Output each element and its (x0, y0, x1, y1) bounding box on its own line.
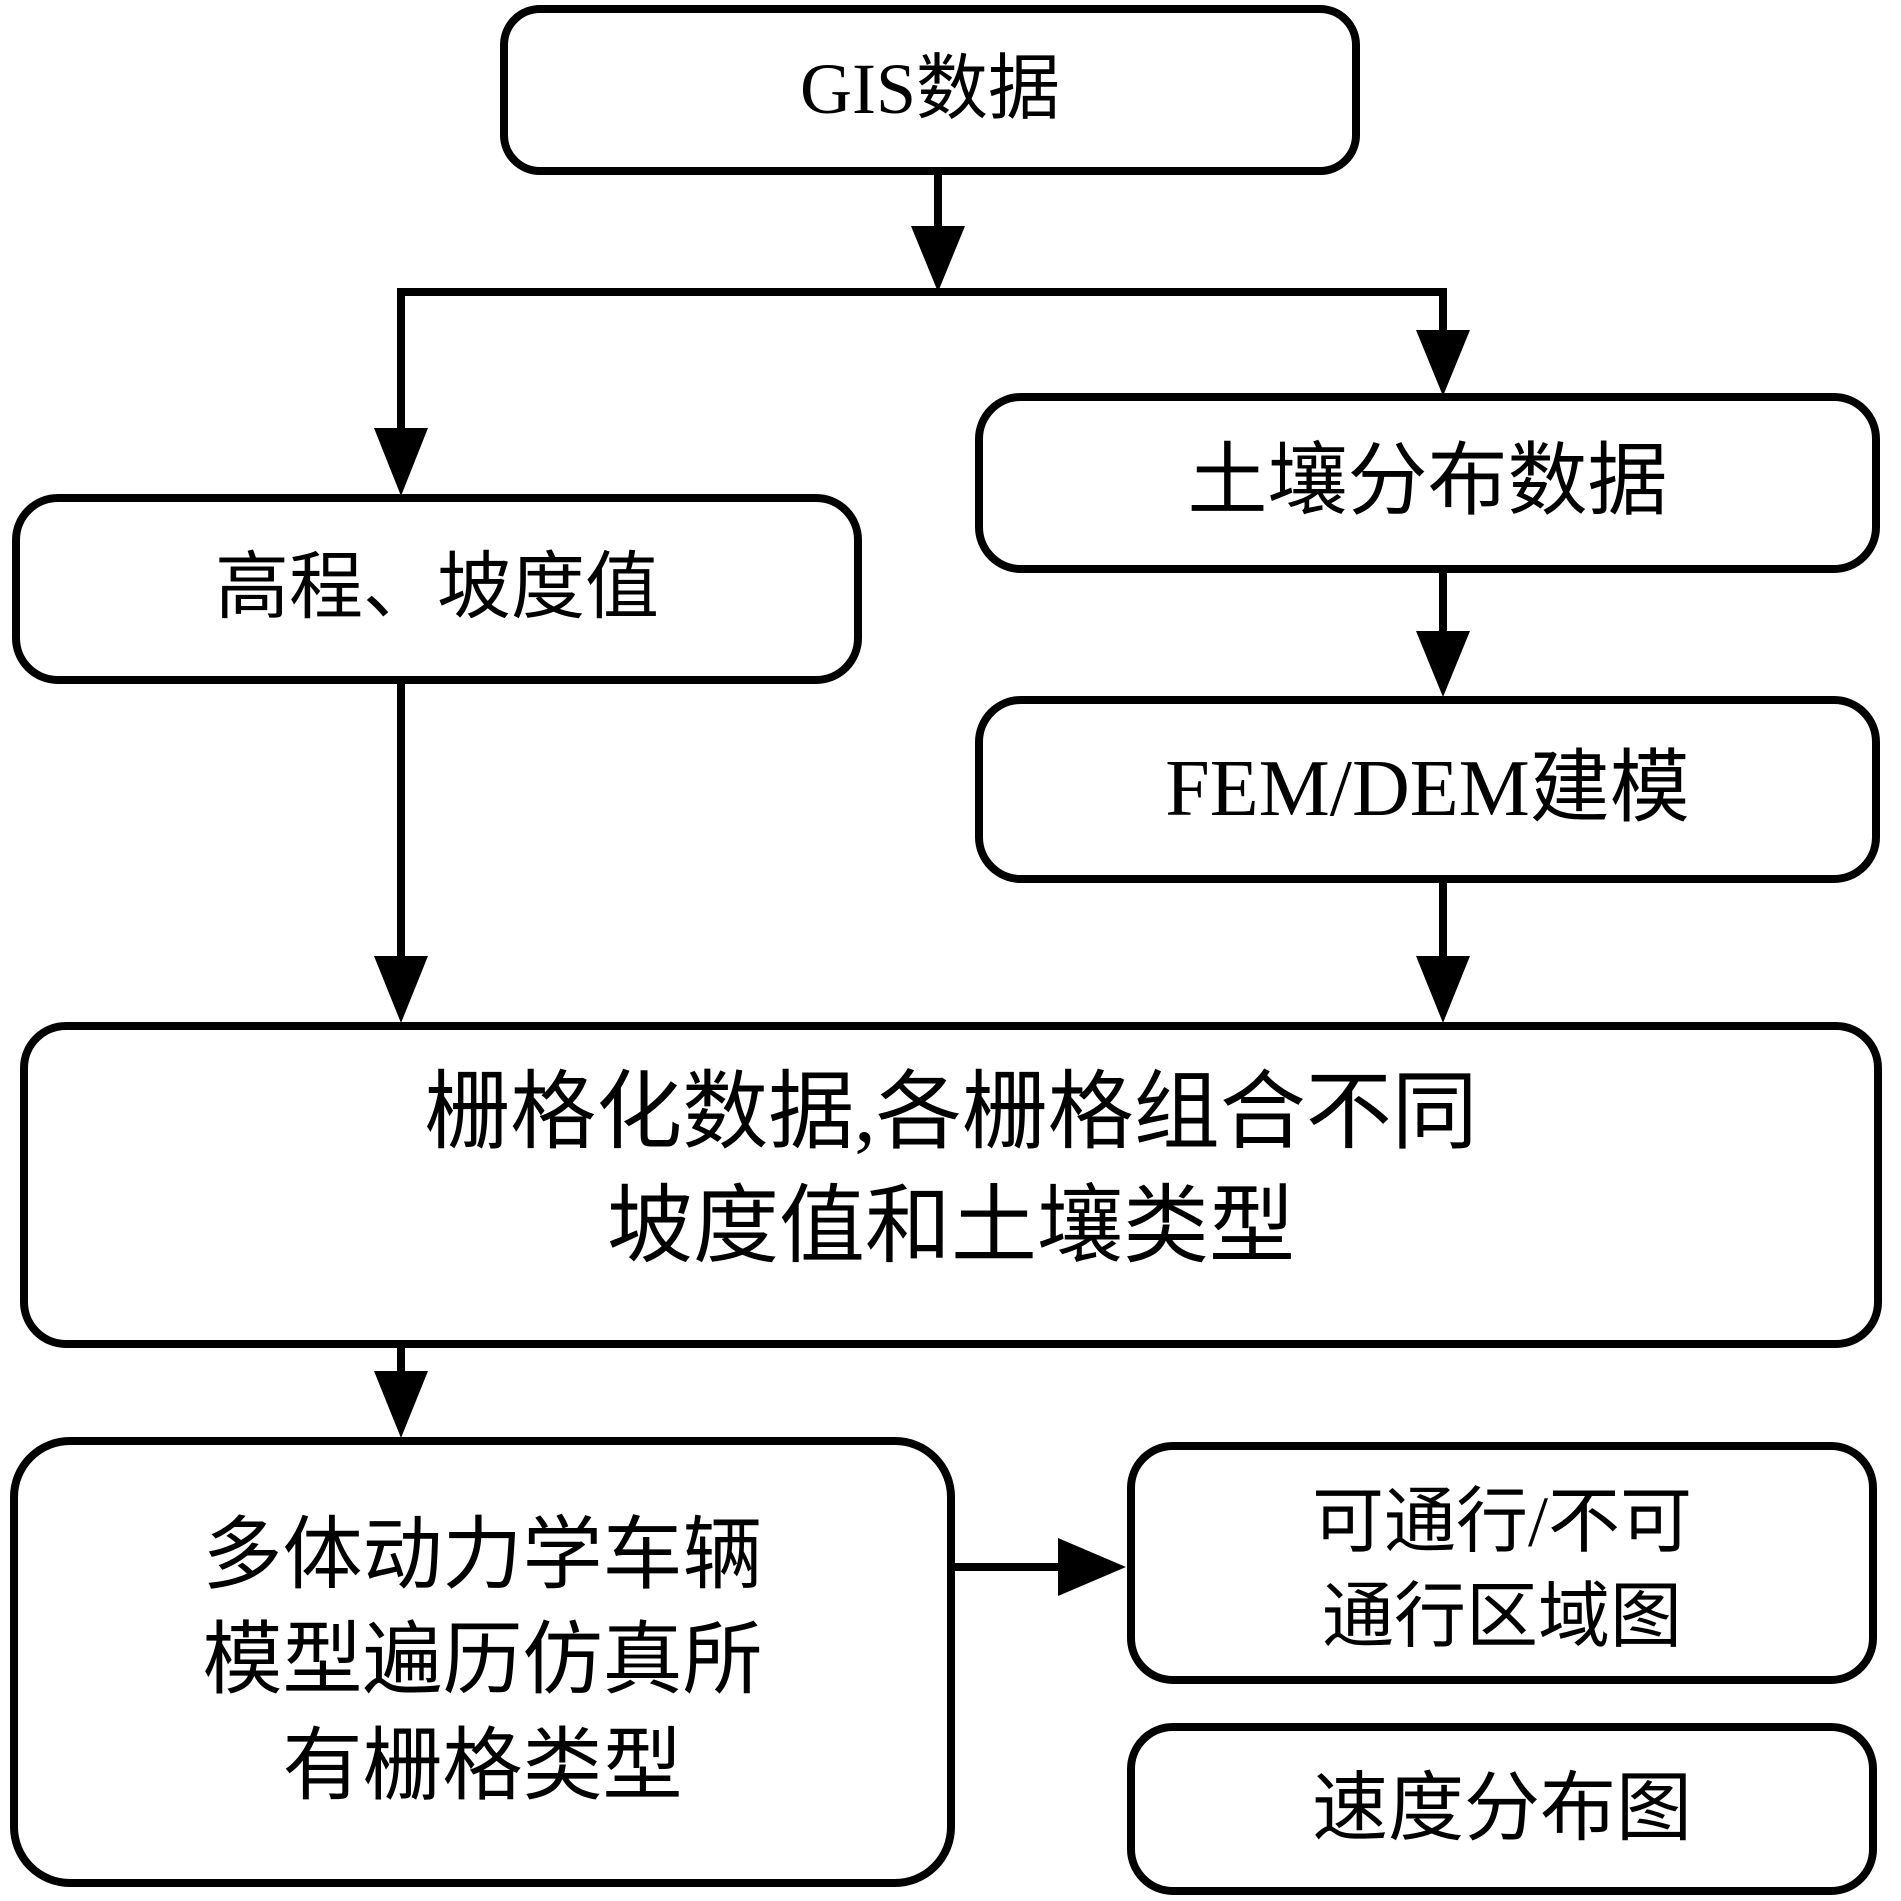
arrow-soil-to-fem-shaft (1439, 571, 1447, 636)
split-line (397, 288, 1447, 296)
arrow-fem-to-raster-shaft (1439, 881, 1447, 961)
arrow-raster-to-vehicle-head (374, 1371, 428, 1438)
node-passable-area-map-line1: 可通行/不可 (1311, 1481, 1692, 1562)
arrow-elevation-to-raster-shaft (397, 682, 405, 961)
node-elevation-slope: 高程、坡度值 (12, 494, 862, 684)
node-passable-area-map: 可通行/不可 通行区域图 (1127, 1442, 1877, 1684)
node-soil-distribution-label: 土壤分布数据 (1187, 438, 1668, 527)
node-passable-area-map-line2: 通行区域图 (1321, 1577, 1682, 1657)
node-elevation-slope-label: 高程、坡度值 (215, 547, 659, 630)
arrow-gis-to-split-head (911, 226, 965, 292)
node-speed-distribution-map: 速度分布图 (1127, 1723, 1877, 1895)
arrow-split-to-elevation-head (374, 428, 428, 496)
node-vehicle-model-line2: 模型遍历仿真所 (202, 1617, 763, 1706)
arrow-vehicle-to-passable-head (1058, 1538, 1126, 1596)
node-rasterized-data-line2: 坡度值和土壤类型 (607, 1178, 1295, 1274)
arrow-raster-to-vehicle-shaft (397, 1346, 405, 1378)
arrow-fem-to-raster-head (1416, 956, 1470, 1023)
arrow-elevation-to-raster-head (374, 956, 428, 1023)
node-gis-data: GIS数据 (500, 5, 1360, 175)
node-soil-distribution: 土壤分布数据 (975, 393, 1880, 573)
node-speed-distribution-map-label: 速度分布图 (1312, 1766, 1692, 1851)
node-rasterized-data: 栅格化数据,各栅格组合不同 坡度值和土壤类型 (20, 1022, 1882, 1348)
arrow-split-to-elevation-shaft (397, 292, 405, 432)
arrow-vehicle-to-passable-shaft (951, 1563, 1063, 1571)
node-vehicle-model-line3: 有栅格类型 (282, 1722, 683, 1811)
arrow-split-to-soil-shaft (1439, 292, 1447, 337)
arrow-gis-to-split-shaft (934, 173, 942, 231)
node-fem-dem-modeling-label: FEM/DEM建模 (1165, 744, 1690, 833)
node-fem-dem-modeling: FEM/DEM建模 (975, 696, 1880, 883)
node-vehicle-model-line1: 多体动力学车辆 (202, 1511, 763, 1600)
node-vehicle-model-simulation: 多体动力学车辆 模型遍历仿真所 有栅格类型 (10, 1437, 955, 1887)
arrow-soil-to-fem-head (1416, 631, 1470, 697)
node-gis-data-label: GIS数据 (799, 49, 1061, 130)
arrow-split-to-soil-head (1416, 330, 1470, 396)
node-rasterized-data-line1: 栅格化数据,各栅格组合不同 (424, 1064, 1478, 1161)
